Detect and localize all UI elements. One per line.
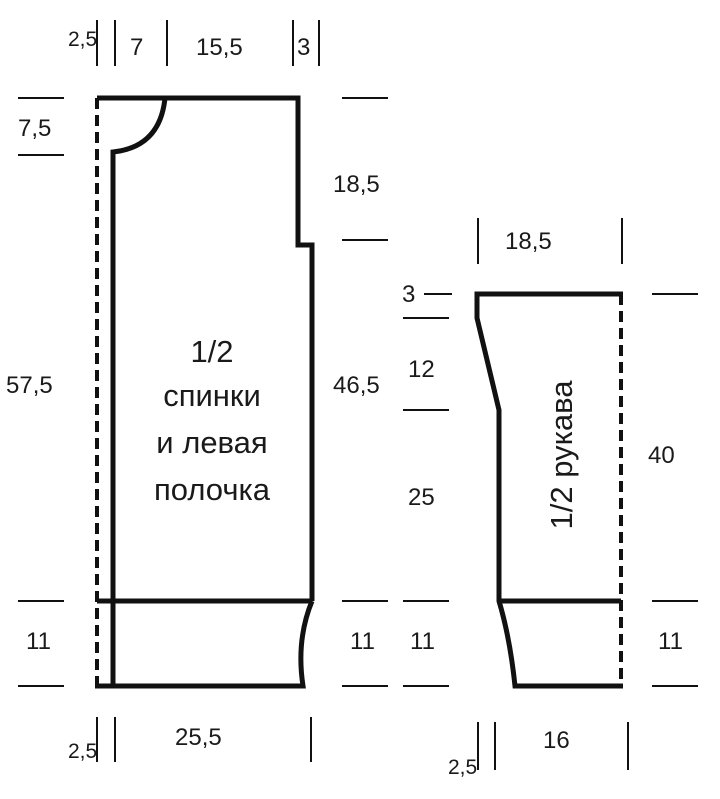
sleeve-outline (474, 291, 623, 689)
body-top-dim: 15,5 (196, 34, 243, 61)
body-top-dim: 3 (297, 34, 310, 61)
body-outline (97, 95, 315, 689)
body-left-dim: 7,5 (18, 115, 51, 142)
body-title-line: спинки (163, 378, 261, 413)
sleeve-left-dim: 25 (408, 484, 435, 511)
sleeve-top-dim: 18,5 (505, 228, 552, 255)
sleeve-left-dim: 12 (408, 356, 435, 383)
body-right-dim: 11 (350, 628, 375, 655)
body-bottom-dim: 2,5 (68, 740, 97, 763)
sleeve-right-dim: 40 (648, 442, 675, 469)
sleeve-title: 1/2 рукава (544, 380, 579, 530)
body-bottom-dim: 25,5 (175, 724, 222, 751)
sleeve-right-dim: 11 (658, 628, 683, 655)
body-right-dim: 18,5 (333, 171, 380, 198)
body-title-line: и левая (156, 425, 267, 460)
body-left-dim: 11 (26, 628, 51, 655)
body-top-dim: 7 (130, 34, 143, 61)
sleeve-left-dim: 3 (402, 281, 415, 308)
sleeve-bottom-dim: 2,5 (448, 756, 477, 779)
body-top-dim: 2,5 (68, 28, 97, 51)
body-piece: 2,5 7 15,5 3 7,5 57,5 11 18,5 46,5 11 2,… (6, 20, 388, 763)
sleeve-piece: 18,5 3 12 25 11 40 11 2,5 16 1/2 рукава (402, 218, 698, 779)
body-left-dim: 57,5 (6, 372, 53, 399)
body-title-line: полочка (154, 472, 271, 507)
sleeve-left-dim: 11 (410, 628, 435, 655)
body-right-dim: 46,5 (333, 372, 380, 399)
sleeve-bottom-dim: 16 (543, 727, 570, 754)
body-title-line: 1/2 (190, 334, 233, 369)
